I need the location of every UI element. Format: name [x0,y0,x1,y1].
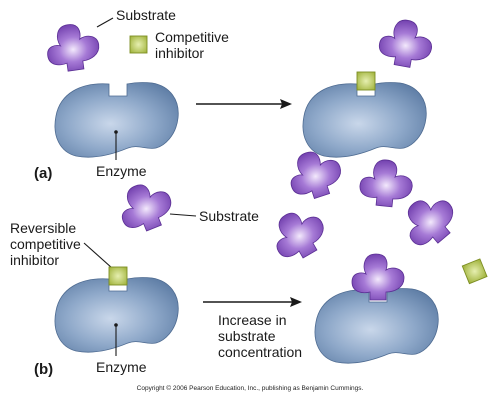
substrate-label-b: Substrate [199,208,259,224]
enzyme-a-inhibited [302,82,427,158]
free-substrate-a [375,15,437,72]
inhibitor-label-a-line2: inhibitor [155,45,204,61]
enzyme-label-a: Enzyme [96,163,147,179]
reaction-arrow-b [203,297,302,307]
arrow-label-b-line1: Increase in [218,312,286,328]
enzyme-b [54,277,179,353]
bound-inhibitor-b [108,266,128,286]
inhibitor-label-b-line1: Reversible [10,220,76,236]
enzyme-label-b: Enzyme [96,359,147,375]
free-inhibitor-b [461,258,488,285]
inhibitor-label-a-line1: Competitive [155,29,229,45]
substrate-leader-a [96,17,114,28]
substrate-label-a: Substrate [116,7,176,23]
enzyme-a [54,82,179,158]
inhibitor-label-b-line2: competitive [10,236,81,252]
panel-label-b: (b) [34,361,53,378]
arrow-label-b-line3: concentration [218,344,302,360]
inhibitor-label-b-line3: inhibitor [10,252,59,268]
reaction-arrow-a [196,99,292,109]
arrow-label-b-line2: substrate [218,328,276,344]
inhibitor-leader-b [83,242,113,269]
bound-inhibitor-a [356,71,376,91]
free-substrate-b2 [357,157,416,210]
substrate-molecule-b [112,175,179,239]
free-substrate-b3 [263,200,334,268]
copyright-text: Copyright © 2006 Pearson Education, Inc.… [137,384,364,392]
competitive-inhibitor-square-a [129,35,148,54]
substrate-molecule-a [43,20,103,75]
substrate-leader-b [169,213,197,217]
panel-label-a: (a) [34,165,52,182]
